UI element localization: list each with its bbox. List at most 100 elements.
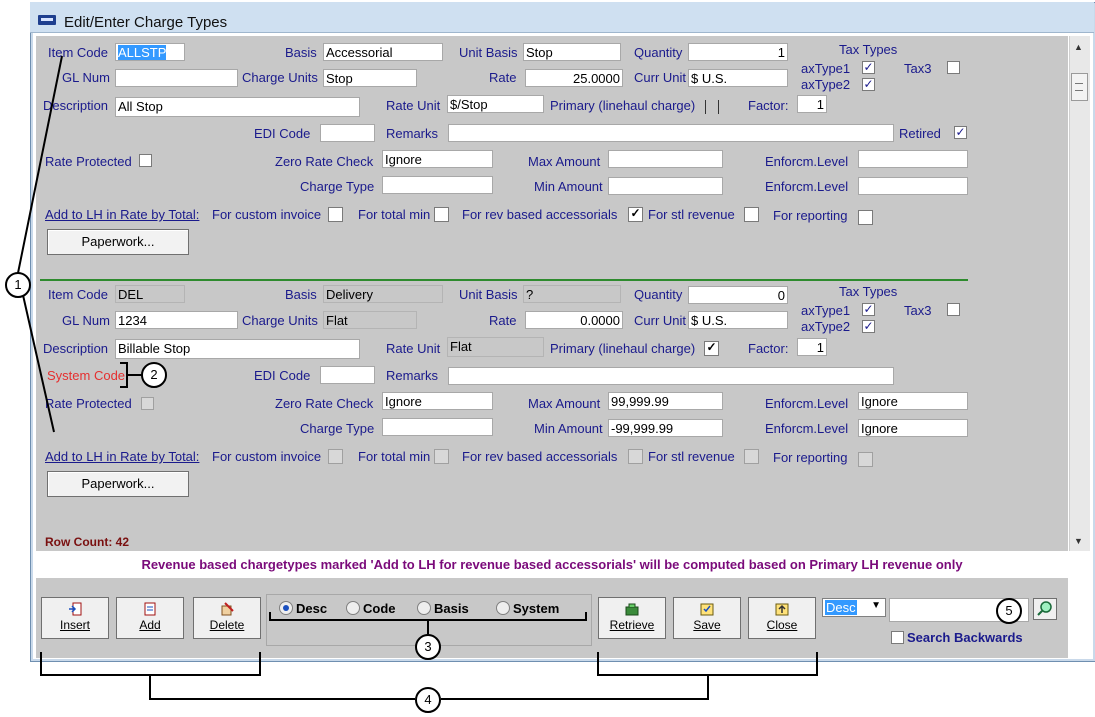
for-rev-based-checkbox[interactable]: ✓ bbox=[628, 207, 643, 222]
sort-basis-radio[interactable]: Basis bbox=[417, 601, 469, 616]
for-rev-based-checkbox[interactable] bbox=[628, 449, 643, 464]
for-reporting-checkbox[interactable] bbox=[858, 452, 873, 467]
rate-unit-label: Rate Unit bbox=[386, 341, 441, 356]
for-rev-based-label: For rev based accessorials bbox=[462, 449, 618, 464]
rate-field[interactable]: 25.0000 bbox=[525, 69, 623, 87]
min-amount-field[interactable] bbox=[608, 177, 723, 195]
remarks-field[interactable] bbox=[448, 124, 894, 142]
scroll-thumb[interactable] bbox=[1071, 73, 1088, 101]
for-total-min-label: For total min bbox=[358, 207, 431, 222]
tax3-label: Tax3 bbox=[904, 61, 932, 76]
gl-num-field[interactable]: 1234 bbox=[115, 311, 238, 329]
rate-protected-checkbox[interactable] bbox=[141, 397, 154, 410]
taxtype2-checkbox[interactable]: ✓ bbox=[862, 77, 875, 91]
sort-desc-radio[interactable]: Desc bbox=[279, 601, 327, 616]
remarks-field[interactable] bbox=[448, 367, 894, 385]
callout-2: 2 bbox=[141, 362, 167, 388]
add-to-lh-link[interactable]: Add to LH in Rate by Total: bbox=[45, 207, 200, 222]
max-amount-field[interactable]: 99,999.99 bbox=[608, 392, 723, 410]
max-amount-field[interactable] bbox=[608, 150, 723, 168]
delete-label: Delete bbox=[209, 618, 245, 632]
taxtype2-checkbox[interactable]: ✓ bbox=[862, 319, 875, 333]
description-field[interactable]: Billable Stop bbox=[115, 339, 360, 359]
sort-code-radio[interactable]: Code bbox=[346, 601, 396, 616]
factor-label: Factor: bbox=[748, 341, 789, 356]
delete-button[interactable]: Delete bbox=[193, 597, 261, 639]
for-stl-revenue-checkbox[interactable] bbox=[744, 449, 759, 464]
close-label: Close bbox=[766, 618, 798, 632]
for-custom-invoice-checkbox[interactable] bbox=[328, 207, 343, 222]
search-backwards-checkbox[interactable] bbox=[891, 631, 904, 644]
save-button[interactable]: Save bbox=[673, 597, 741, 639]
search-column-dropdown[interactable]: Desc ▼ bbox=[822, 598, 886, 617]
primary-checkbox[interactable]: ✓ bbox=[704, 341, 719, 356]
gl-num-field[interactable] bbox=[115, 69, 238, 87]
charge-type-field[interactable] bbox=[382, 418, 493, 436]
edi-code-field[interactable] bbox=[320, 366, 375, 384]
scroll-down-icon[interactable]: ▼ bbox=[1074, 536, 1083, 546]
for-reporting-label: For reporting bbox=[773, 450, 848, 465]
factor-field[interactable]: 1 bbox=[797, 338, 827, 356]
item-code-label: Item Code bbox=[48, 287, 108, 302]
for-total-min-label: For total min bbox=[358, 449, 431, 464]
basis-field[interactable]: Accessorial bbox=[323, 43, 443, 61]
callout-1: 1 bbox=[5, 272, 31, 298]
tax-types-label: Tax Types bbox=[839, 42, 898, 57]
for-total-min-checkbox[interactable] bbox=[434, 207, 449, 222]
retired-checkbox[interactable]: ✓ bbox=[954, 125, 967, 139]
scroll-up-icon[interactable]: ▲ bbox=[1074, 42, 1083, 52]
paperwork-button[interactable]: Paperwork... bbox=[47, 471, 189, 497]
for-stl-revenue-checkbox[interactable] bbox=[744, 207, 759, 222]
vertical-scrollbar[interactable] bbox=[1069, 36, 1090, 551]
charge-type-field[interactable] bbox=[382, 176, 493, 194]
for-reporting-checkbox[interactable] bbox=[858, 210, 873, 225]
edi-code-field[interactable] bbox=[320, 124, 375, 142]
enforcm-level-field-2[interactable] bbox=[858, 177, 968, 195]
zero-rate-check-field[interactable]: Ignore bbox=[382, 150, 493, 168]
for-total-min-checkbox[interactable] bbox=[434, 449, 449, 464]
paperwork-button[interactable]: Paperwork... bbox=[47, 229, 189, 255]
unit-basis-field[interactable]: Stop bbox=[523, 43, 621, 61]
sort-system-radio[interactable]: System bbox=[496, 601, 559, 616]
taxtype1-checkbox[interactable]: ✓ bbox=[862, 302, 875, 316]
description-field[interactable]: All Stop bbox=[115, 97, 360, 117]
unit-basis-field: ? bbox=[523, 285, 621, 303]
enforcm-level-field-2[interactable]: Ignore bbox=[858, 419, 968, 437]
radio-icon bbox=[496, 601, 510, 615]
close-button[interactable]: Close bbox=[748, 597, 816, 639]
min-amount-field[interactable]: -99,999.99 bbox=[608, 419, 723, 437]
rate-protected-checkbox[interactable] bbox=[139, 154, 152, 167]
retrieve-button[interactable]: Retrieve bbox=[598, 597, 666, 639]
quantity-field[interactable]: 0 bbox=[688, 286, 788, 304]
taxtype1-checkbox[interactable]: ✓ bbox=[862, 60, 875, 74]
app-logo-icon bbox=[38, 15, 56, 25]
rate-unit-field: Flat bbox=[447, 337, 544, 357]
tax3-checkbox[interactable] bbox=[947, 61, 960, 74]
curr-unit-field[interactable]: $ U.S. bbox=[688, 311, 788, 329]
rate-field[interactable]: 0.0000 bbox=[525, 311, 623, 329]
factor-field[interactable]: 1 bbox=[797, 95, 827, 113]
save-icon bbox=[700, 603, 714, 616]
enforcm-level-label-2: Enforcm.Level bbox=[765, 179, 849, 194]
description-label: Description bbox=[43, 341, 109, 356]
charge-units-field[interactable]: Stop bbox=[323, 69, 417, 87]
search-button[interactable] bbox=[1033, 598, 1057, 620]
curr-unit-field[interactable]: $ U.S. bbox=[688, 69, 788, 87]
enforcm-level-field-1[interactable]: Ignore bbox=[858, 392, 968, 410]
tax3-checkbox[interactable] bbox=[947, 303, 960, 316]
add-button[interactable]: Add bbox=[116, 597, 184, 639]
zero-rate-check-field[interactable]: Ignore bbox=[382, 392, 493, 410]
add-to-lh-link[interactable]: Add to LH in Rate by Total: bbox=[45, 449, 200, 464]
enforcm-level-field-1[interactable] bbox=[858, 150, 968, 168]
quantity-field[interactable]: 1 bbox=[688, 43, 788, 61]
item-code-field[interactable]: ALLSTP bbox=[115, 43, 185, 61]
retrieve-label: Retrieve bbox=[609, 618, 655, 632]
charge-type-label: Charge Type bbox=[300, 421, 375, 436]
rate-unit-field[interactable]: $/Stop bbox=[447, 95, 544, 113]
quantity-label: Quantity bbox=[634, 287, 683, 302]
primary-checkbox[interactable] bbox=[705, 100, 719, 114]
item-code-value: ALLSTP bbox=[118, 45, 167, 60]
gl-num-label: GL Num bbox=[62, 70, 110, 85]
for-custom-invoice-checkbox[interactable] bbox=[328, 449, 343, 464]
insert-button[interactable]: Insert bbox=[41, 597, 109, 639]
